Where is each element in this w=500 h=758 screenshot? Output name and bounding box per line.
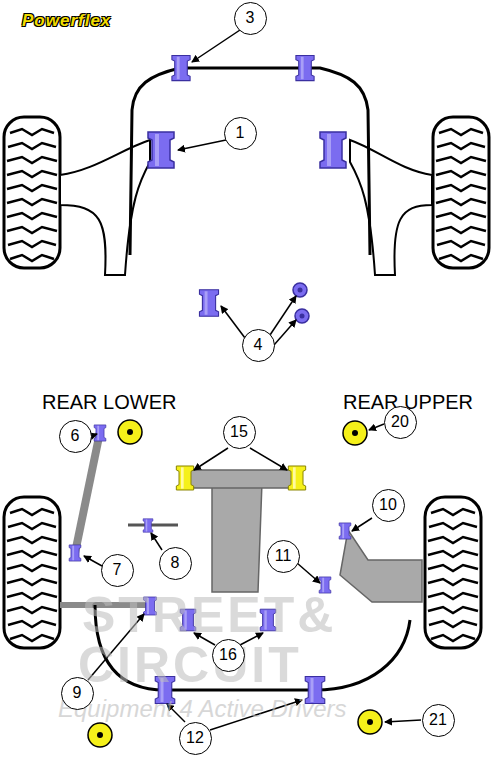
callout-number: 4 (254, 337, 263, 353)
callout-circle: 4 (242, 329, 275, 362)
callout-number: 10 (379, 497, 397, 513)
callout-number: 16 (219, 647, 237, 663)
brand-logo: Powerflex (22, 12, 111, 29)
callout-circle: 12 (179, 722, 212, 755)
callout-circle: 20 (384, 406, 417, 439)
watermark-text: CIRCUIT (78, 640, 302, 690)
callout-number: 8 (171, 555, 180, 571)
callout-number: 6 (71, 428, 80, 444)
callout-circle: 8 (159, 547, 192, 580)
callout-number: 11 (275, 548, 292, 564)
callout-number: 15 (230, 424, 248, 440)
callout-circle: 6 (59, 420, 92, 453)
callout-circle: 21 (422, 704, 455, 737)
callout-circle: 9 (61, 677, 94, 710)
callout-number: 3 (246, 10, 255, 26)
callout-number: 7 (113, 562, 122, 578)
callout-circle: 7 (101, 554, 134, 587)
section-heading: REAR LOWER (42, 392, 176, 412)
callout-number: 20 (391, 414, 409, 430)
callout-number: 12 (186, 730, 204, 746)
callout-circle: 10 (372, 489, 405, 522)
callout-number: 21 (429, 712, 447, 728)
watermark-text: Equipment 4 Active Drivers (58, 697, 347, 721)
callout-circle: 3 (234, 2, 267, 35)
callout-circle: 16 (212, 639, 245, 672)
callout-circle: 1 (224, 117, 257, 150)
callout-number: 9 (73, 685, 82, 701)
callout-number: 1 (236, 125, 245, 141)
callout-circle: 11 (267, 540, 300, 573)
watermark-text: STREET& (82, 590, 336, 640)
callout-circle: 15 (223, 416, 256, 449)
